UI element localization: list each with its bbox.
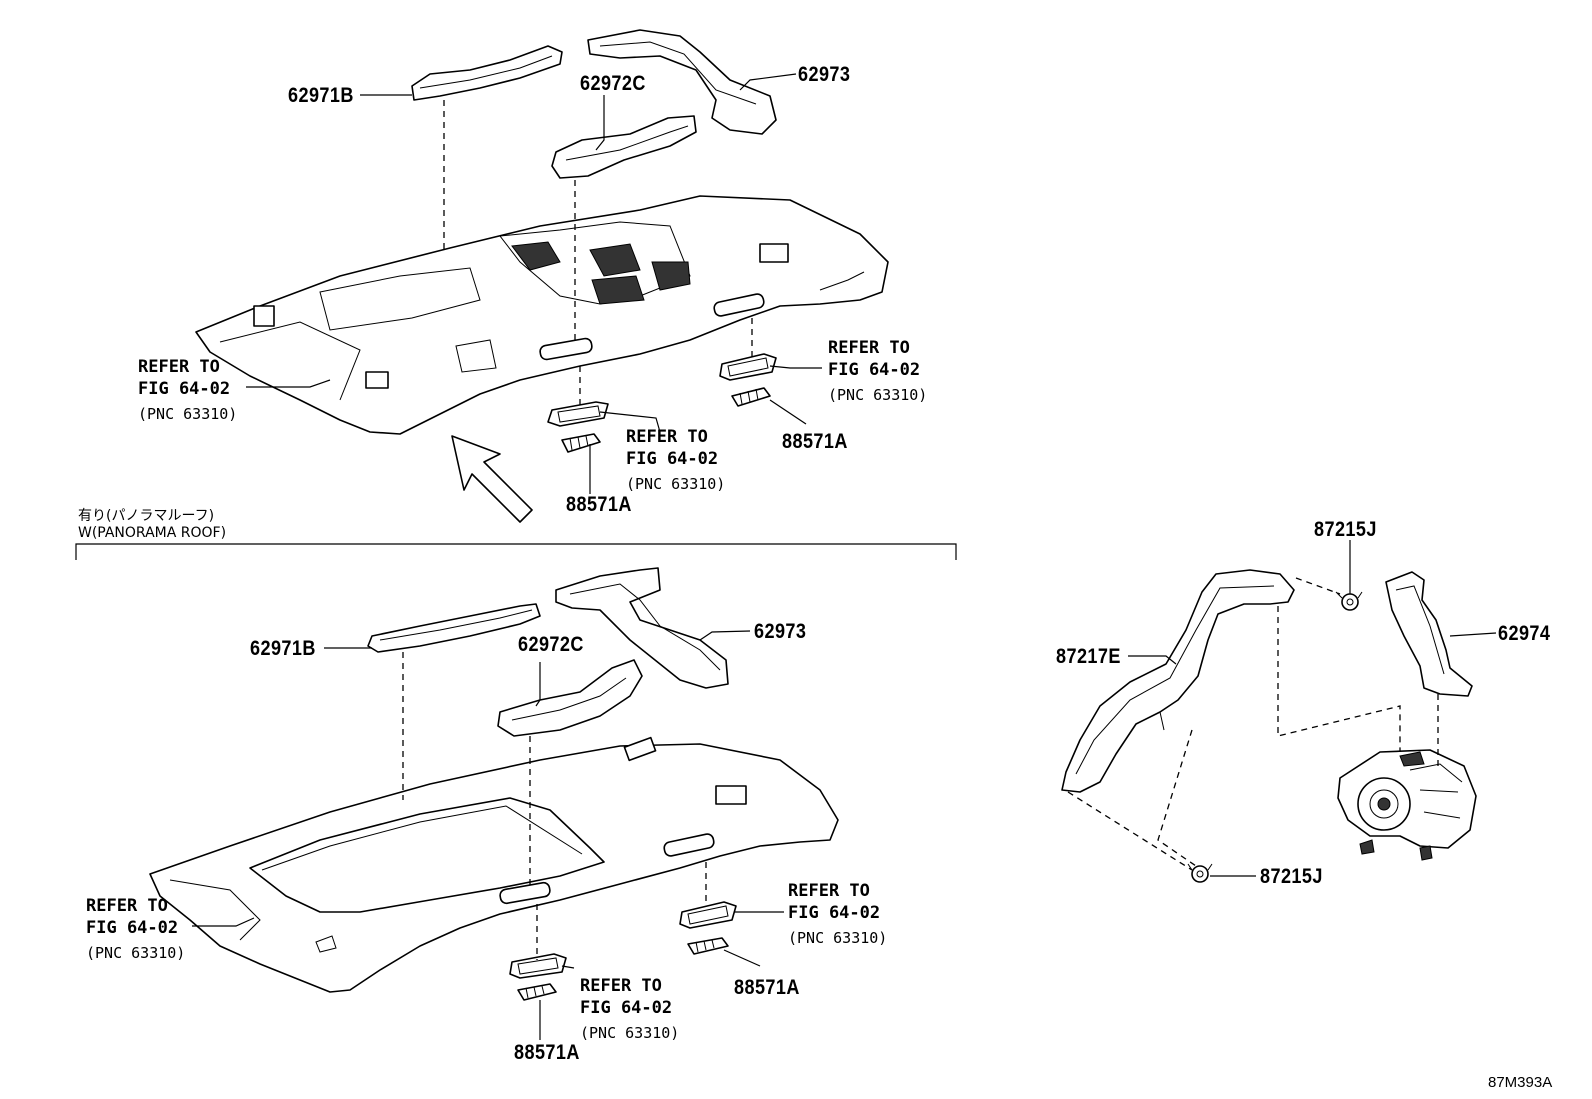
label-88571a-upper-center[interactable]: 88571A bbox=[566, 493, 632, 516]
refer-pnc: (PNC 63310) bbox=[580, 1024, 680, 1042]
label-62973-lower[interactable]: 62973 bbox=[754, 620, 807, 643]
label-87215j-bottom[interactable]: 87215J bbox=[1260, 865, 1323, 888]
refer-note-upper-center[interactable]: REFER TO FIG 64-02 (PNC 63310) bbox=[626, 426, 725, 495]
label-62974[interactable]: 62974 bbox=[1498, 622, 1551, 645]
duct-62973-upper[interactable] bbox=[587, 29, 777, 135]
refer-note-lower-center[interactable]: REFER TO FIG 64-02 (PNC 63310) bbox=[580, 975, 679, 1044]
refer-line2: FIG 64-02 bbox=[580, 998, 673, 1018]
duct-62974[interactable] bbox=[1385, 571, 1473, 697]
refer-pnc: (PNC 63310) bbox=[828, 386, 928, 404]
refer-line1: REFER TO bbox=[138, 357, 220, 377]
label-62971b-lower[interactable]: 62971B bbox=[250, 637, 316, 660]
front-direction-arrow bbox=[451, 435, 533, 523]
clip-87215j-bottom[interactable] bbox=[1187, 863, 1213, 883]
duct-62971b-lower[interactable] bbox=[367, 603, 541, 653]
refer-line2: FIG 64-02 bbox=[828, 360, 921, 380]
louver-88571a-lower-right[interactable] bbox=[687, 937, 729, 955]
label-87217e[interactable]: 87217E bbox=[1056, 645, 1121, 668]
duct-62971b-upper[interactable] bbox=[411, 45, 563, 101]
refer-pnc: (PNC 63310) bbox=[138, 405, 238, 423]
label-62972c-lower[interactable]: 62972C bbox=[518, 633, 584, 656]
duct-87217e[interactable] bbox=[1061, 569, 1295, 793]
section-label-jp: 有り(パノラマルーフ) bbox=[78, 508, 215, 524]
sunroof-opening bbox=[249, 797, 605, 913]
duct-62972c-upper[interactable] bbox=[551, 115, 697, 179]
refer-note-upper-left[interactable]: REFER TO FIG 64-02 (PNC 63310) bbox=[138, 356, 237, 425]
label-62972c-upper[interactable]: 62972C bbox=[580, 72, 646, 95]
vent-bezel-upper-center[interactable] bbox=[547, 401, 609, 427]
clip-87215j-top[interactable] bbox=[1335, 591, 1363, 611]
label-88571a-upper-right[interactable]: 88571A bbox=[782, 430, 848, 453]
louver-88571a-upper-right[interactable] bbox=[731, 387, 771, 407]
louver-88571a-lower-center[interactable] bbox=[517, 983, 557, 1001]
refer-line2: FIG 64-02 bbox=[626, 449, 719, 469]
label-62973-upper[interactable]: 62973 bbox=[798, 63, 851, 86]
section-label-en: W(PANORAMA ROOF) bbox=[78, 525, 227, 541]
label-88571a-lower-center[interactable]: 88571A bbox=[514, 1041, 580, 1064]
refer-line1: REFER TO bbox=[788, 881, 870, 901]
refer-line1: REFER TO bbox=[580, 976, 662, 996]
label-87215j-top[interactable]: 87215J bbox=[1314, 518, 1377, 541]
refer-line2: FIG 64-02 bbox=[138, 379, 231, 399]
refer-line1: REFER TO bbox=[86, 896, 168, 916]
label-88571a-lower-right[interactable]: 88571A bbox=[734, 976, 800, 999]
refer-line1: REFER TO bbox=[828, 338, 910, 358]
vent-bezel-lower-right[interactable] bbox=[679, 901, 737, 929]
refer-pnc: (PNC 63310) bbox=[788, 929, 888, 947]
refer-note-lower-left[interactable]: REFER TO FIG 64-02 (PNC 63310) bbox=[86, 895, 185, 964]
refer-line2: FIG 64-02 bbox=[788, 903, 881, 923]
refer-note-upper-right[interactable]: REFER TO FIG 64-02 (PNC 63310) bbox=[828, 337, 927, 406]
blower-unit bbox=[1337, 749, 1477, 861]
document-id: 87M393A bbox=[1488, 1074, 1553, 1091]
refer-pnc: (PNC 63310) bbox=[626, 475, 726, 493]
duct-62972c-lower[interactable] bbox=[497, 659, 643, 737]
vent-bezel-lower-center[interactable] bbox=[509, 953, 567, 979]
refer-line1: REFER TO bbox=[626, 427, 708, 447]
louver-88571a-upper-center[interactable] bbox=[561, 433, 601, 453]
vent-bezel-upper-right[interactable] bbox=[719, 353, 777, 381]
label-62971b-upper[interactable]: 62971B bbox=[288, 84, 354, 107]
refer-note-lower-right[interactable]: REFER TO FIG 64-02 (PNC 63310) bbox=[788, 880, 887, 949]
duct-62973-lower[interactable] bbox=[555, 567, 729, 689]
refer-line2: FIG 64-02 bbox=[86, 918, 179, 938]
refer-pnc: (PNC 63310) bbox=[86, 944, 186, 962]
